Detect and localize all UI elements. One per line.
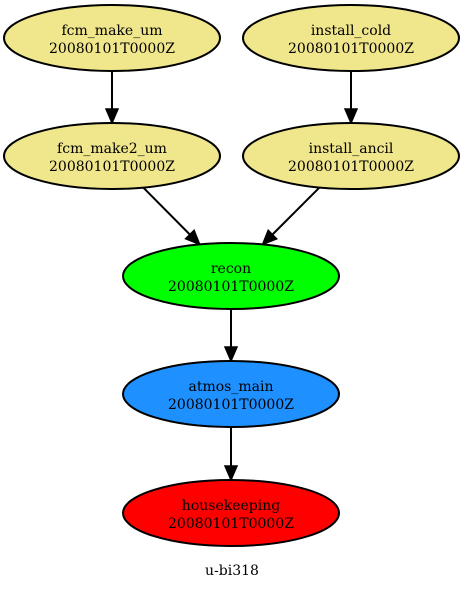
edges-layer — [104, 71, 359, 482]
node-fcm_make_um[interactable]: fcm_make_um 20080101T0000Z — [3, 4, 221, 72]
edge-arrowhead — [343, 108, 359, 125]
node-fcm_make2_um[interactable]: fcm_make2_um 20080101T0000Z — [3, 122, 221, 190]
node-ellipse[interactable] — [122, 242, 340, 310]
node-ellipse[interactable] — [122, 360, 340, 428]
node-ellipse[interactable] — [242, 4, 460, 72]
node-housekeeping[interactable]: housekeeping 20080101T0000Z — [122, 479, 340, 547]
node-name-label: fcm_make2_um — [57, 141, 167, 157]
node-name-label: fcm_make_um — [62, 23, 163, 39]
edge-line — [142, 186, 191, 236]
node-atmos_main[interactable]: atmos_main 20080101T0000Z — [122, 360, 340, 428]
node-name-label: recon — [211, 261, 251, 277]
edge-install_cold-to-install_ancil — [343, 71, 359, 125]
graph-title: u-bi318 — [205, 563, 259, 579]
node-ellipse[interactable] — [122, 479, 340, 547]
nodes-layer: fcm_make_um 20080101T0000Z install_cold 200… — [3, 4, 460, 547]
node-cycle-label: 20080101T0000Z — [49, 159, 175, 175]
node-ellipse[interactable] — [242, 122, 460, 190]
node-recon[interactable]: recon 20080101T0000Z — [122, 242, 340, 310]
node-ellipse[interactable] — [3, 122, 221, 190]
node-cycle-label: 20080101T0000Z — [288, 41, 414, 57]
node-install_ancil[interactable]: install_ancil 20080101T0000Z — [242, 122, 460, 190]
edge-arrowhead — [104, 108, 120, 125]
node-ellipse[interactable] — [3, 4, 221, 72]
node-cycle-label: 20080101T0000Z — [288, 159, 414, 175]
edge-arrowhead — [184, 228, 202, 246]
edge-arrowhead — [223, 346, 239, 363]
edge-line — [271, 186, 321, 236]
edge-recon-to-atmos_main — [223, 309, 239, 363]
node-cycle-label: 20080101T0000Z — [49, 41, 175, 57]
node-cycle-label: 20080101T0000Z — [168, 397, 294, 413]
node-name-label: install_cold — [311, 23, 391, 39]
edge-atmos_main-to-housekeeping — [223, 427, 239, 482]
node-cycle-label: 20080101T0000Z — [168, 279, 294, 295]
node-name-label: install_ancil — [309, 141, 394, 157]
edge-fcm_make2_um-to-recon — [142, 186, 202, 246]
node-install_cold[interactable]: install_cold 20080101T0000Z — [242, 4, 460, 72]
edge-install_ancil-to-recon — [261, 186, 321, 246]
node-name-label: housekeeping — [182, 498, 280, 514]
edge-arrowhead — [261, 228, 279, 246]
node-cycle-label: 20080101T0000Z — [168, 516, 294, 532]
edge-fcm_make_um-to-fcm_make2_um — [104, 71, 120, 125]
node-name-label: atmos_main — [189, 379, 274, 395]
edge-arrowhead — [223, 465, 239, 482]
